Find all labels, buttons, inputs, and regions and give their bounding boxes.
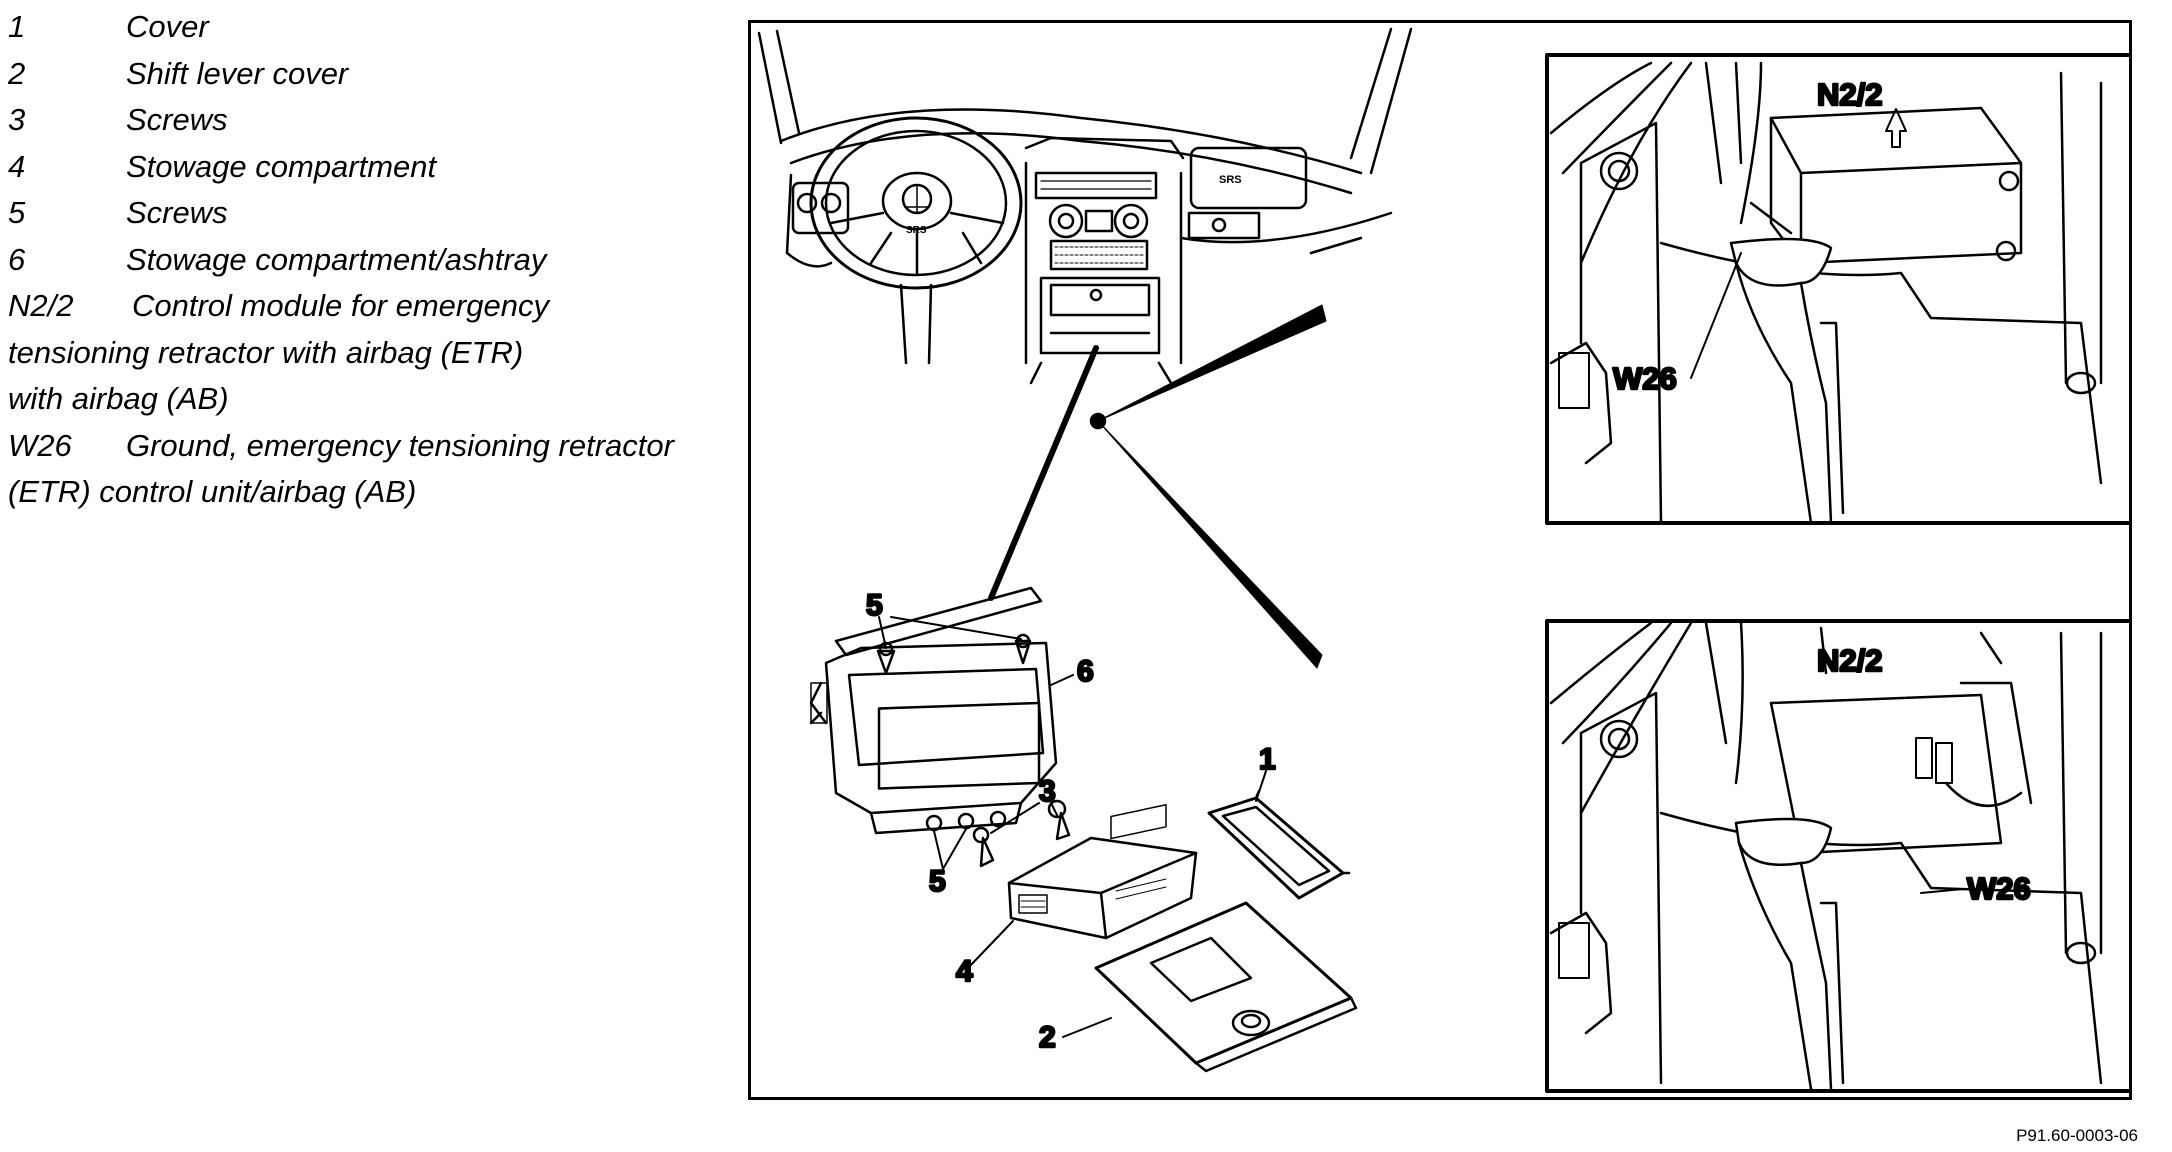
figure-reference-id: P91.60-0003-06 (2016, 1126, 2138, 1145)
legend-item-5: 5 Screws (8, 190, 738, 237)
legend-item-2: 2 Shift lever cover (8, 51, 738, 98)
legend-number: 4 (8, 148, 26, 184)
callout-1: 1 (1259, 743, 1276, 776)
callout-5: 5 (929, 865, 946, 898)
legend-item-4: 4 Stowage compartment (8, 144, 738, 191)
legend-text: Screws (126, 195, 228, 230)
legend-number: 3 (8, 102, 26, 137)
callout-4: 4 (956, 955, 973, 988)
legend-number: 1 (8, 9, 26, 44)
legend-text: Stowage compartment/ashtray (126, 241, 547, 277)
legend-text: Cover (126, 9, 209, 44)
legend-item-w26: W26 Ground, emergency tensioning retract… (8, 423, 738, 470)
legend-text-continued: (ETR) control unit/airbag (AB) (8, 474, 417, 509)
legend-number: 6 (8, 241, 26, 277)
legend-text: Control module for emergency (132, 288, 549, 323)
inset-bottom-w26-label: W26 (1967, 871, 2031, 906)
legend-item-6: 6 Stowage compartment/ashtray (8, 237, 738, 284)
callout-5: 5 (866, 589, 883, 622)
legend-item-n22: N2/2 Control module for emergency (8, 283, 738, 330)
legend-number: 5 (8, 195, 26, 230)
legend-number: W26 (8, 427, 72, 463)
callout-3: 3 (1039, 775, 1056, 808)
legend-number: 2 (8, 55, 26, 91)
callout-leaders (878, 616, 1267, 1038)
svg-text:SRS: SRS (906, 225, 927, 236)
inset-bottom-n22-label: N2/2 (1817, 643, 1882, 678)
technical-illustration: SRS SRS (748, 20, 2132, 1100)
inset-top (1545, 53, 2129, 525)
inset-top-w26-label: W26 (1613, 361, 1677, 396)
legend-number: N2/2 (8, 288, 74, 323)
inset-top-n22-label: N2/2 (1817, 77, 1882, 112)
legend-item-1: 1 Cover (8, 4, 738, 51)
dashboard-drawing: SRS SRS (757, 27, 1413, 385)
legend-text-continued: tensioning retractor with airbag (ETR) (8, 334, 524, 370)
legend-text: Stowage compartment (126, 148, 437, 184)
callout-2: 2 (1039, 1021, 1056, 1054)
callout-6: 6 (1077, 655, 1094, 688)
inset-bottom (1545, 619, 2129, 1093)
pointer-lines (988, 304, 1327, 669)
legend-item-3: 3 Screws (8, 97, 738, 144)
legend-text: Ground, emergency tensioning retractor (126, 427, 674, 463)
legend-text-continued: with airbag (AB) (8, 381, 229, 416)
legend: 1 Cover 2 Shift lever cover 3 Screws 4 S… (8, 4, 738, 516)
exploded-parts-drawing (809, 586, 1358, 1073)
legend-text: Shift lever cover (126, 55, 349, 91)
svg-text:SRS: SRS (1219, 174, 1242, 186)
legend-text: Screws (126, 102, 228, 137)
